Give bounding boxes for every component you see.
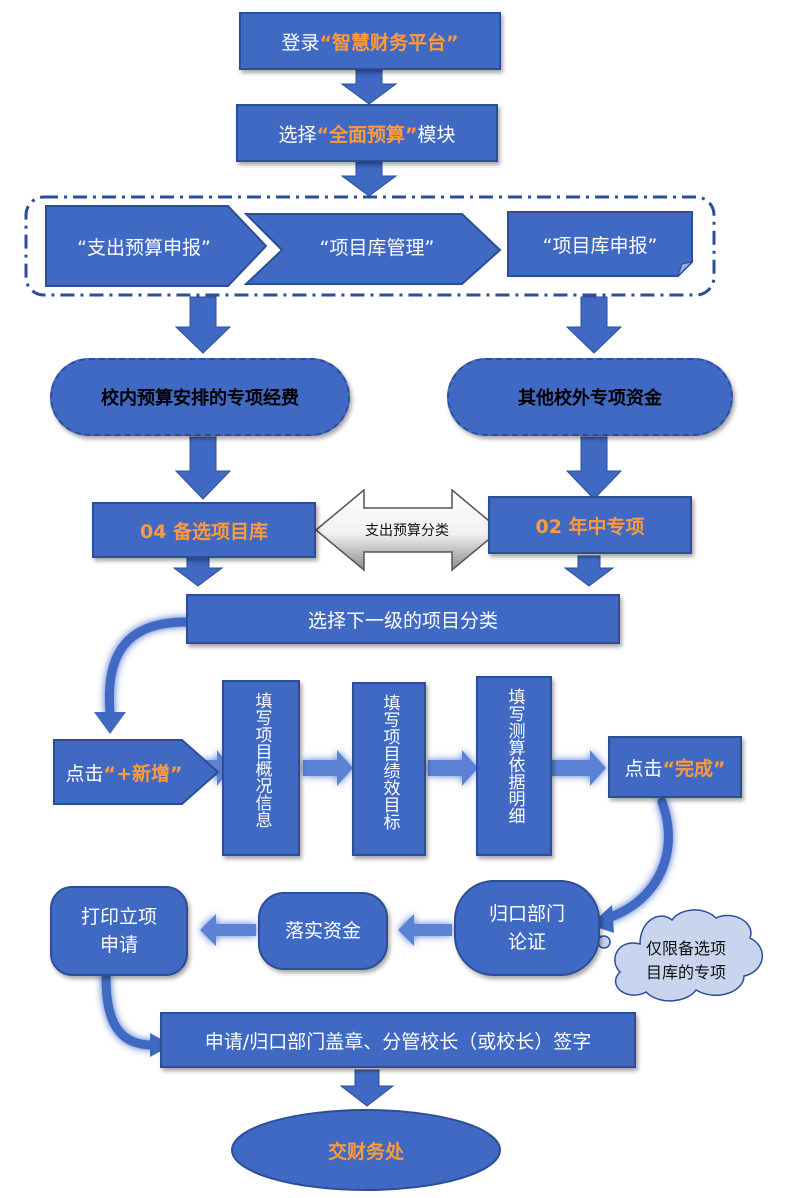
- pill-external-funds: 其他校外专项资金: [447, 358, 733, 436]
- arrow-left-1: [398, 914, 452, 946]
- library-02: 02 年中专项: [488, 496, 692, 554]
- fill-basis-label: 填写测算依据明细: [504, 688, 525, 824]
- login-highlight: “智慧财务平台”: [319, 31, 459, 54]
- library-02-label: 02 年中专项: [535, 515, 645, 538]
- print-step: 打印立项 申请: [50, 886, 188, 976]
- arrow-left-2: [200, 914, 256, 946]
- arrow-down-5: [174, 436, 232, 500]
- chevron-3-fold: [677, 261, 694, 277]
- arrow-down-3: [174, 296, 232, 354]
- curve-to-sign: [101, 973, 157, 1050]
- library-04: 04 备选项目库: [92, 502, 316, 558]
- arrow-right-2: [303, 750, 353, 786]
- arrow-down-6: [565, 436, 623, 500]
- arrow-down-4: [565, 296, 623, 354]
- chevron-1-label: “支出预算申报”: [77, 236, 211, 259]
- pill-internal-funds-label: 校内预算安排的专项经费: [101, 388, 299, 409]
- fill-overview-step: 填写项目概况信息: [222, 680, 300, 856]
- select-module-step: 选择“全面预算”模块: [236, 104, 498, 162]
- cloud-note: 仅限备选项 目库的专项: [622, 930, 750, 992]
- arrow-down-7: [172, 555, 224, 587]
- select-suffix: 模块: [417, 123, 456, 146]
- funding-step: 落实资金: [258, 892, 388, 970]
- select-next-level-label: 选择下一级的项目分类: [307, 609, 498, 632]
- arrow-down-9: [339, 1069, 395, 1107]
- funding-label: 落实资金: [284, 920, 361, 942]
- pill-external-funds-label: 其他校外专项资金: [518, 388, 662, 409]
- click-done-highlight: “完成”: [662, 757, 726, 780]
- cloud-note-line2: 目库的专项: [645, 963, 726, 982]
- click-add-prefix: 点击: [65, 762, 104, 785]
- arrow-right-3: [428, 750, 478, 786]
- fill-basis-step: 填写测算依据明细: [476, 676, 552, 856]
- submit-step: 交财务处: [232, 1130, 500, 1170]
- chevron-2: [243, 213, 502, 285]
- curve-to-add: [104, 617, 191, 717]
- library-04-label: 04 备选项目库: [139, 520, 269, 543]
- select-prefix: 选择: [278, 123, 317, 146]
- click-add-highlight: “+新增”: [103, 762, 183, 785]
- print-line2: 申请: [99, 934, 138, 956]
- arrow-down-1: [340, 69, 398, 105]
- dept-review-line2: 论证: [507, 931, 546, 953]
- chevron-3-label: “项目库申报”: [542, 234, 658, 257]
- submit-label: 交财务处: [327, 1140, 404, 1163]
- dept-review-line1: 归口部门: [488, 903, 565, 925]
- category-label: 支出预算分类: [365, 523, 449, 539]
- pill-internal-funds: 校内预算安排的专项经费: [50, 358, 350, 436]
- click-done-step: 点击“完成”: [608, 736, 742, 798]
- sign-step: 申请/归口部门盖章、分管校长（或校长）签字: [160, 1012, 636, 1068]
- curve-to-review: [603, 797, 673, 923]
- submit-ellipse: [231, 1109, 501, 1191]
- cloud-note-line1: 仅限备选项: [645, 939, 726, 958]
- print-line1: 打印立项: [80, 906, 157, 928]
- login-prefix: 登录: [281, 31, 320, 54]
- dept-review-step: 归口部门 论证: [454, 880, 600, 976]
- fill-performance-label: 填写项目绩效目标: [379, 694, 400, 830]
- select-highlight: “全面预算”: [316, 123, 418, 146]
- fill-performance-step: 填写项目绩效目标: [352, 682, 426, 856]
- click-add-shape: [53, 739, 220, 805]
- chevron-2-label: “项目库管理”: [319, 236, 435, 259]
- fill-overview-label: 填写项目概况信息: [251, 692, 272, 828]
- arrow-right-4: [552, 750, 606, 786]
- chevron-1: [45, 205, 268, 287]
- select-next-level: 选择下一级的项目分类: [186, 594, 620, 644]
- curve-to-add-head: [94, 712, 126, 734]
- arrow-down-2: [340, 161, 398, 197]
- click-done-prefix: 点击: [624, 757, 663, 780]
- click-add-step: 点击“+新增”: [54, 740, 194, 804]
- arrow-down-8: [563, 555, 615, 587]
- chevron-group-frame: [24, 195, 716, 297]
- sign-label: 申请/归口部门盖章、分管校长（或校长）签字: [204, 1030, 592, 1053]
- login-step: 登录“智慧财务平台”: [239, 12, 501, 70]
